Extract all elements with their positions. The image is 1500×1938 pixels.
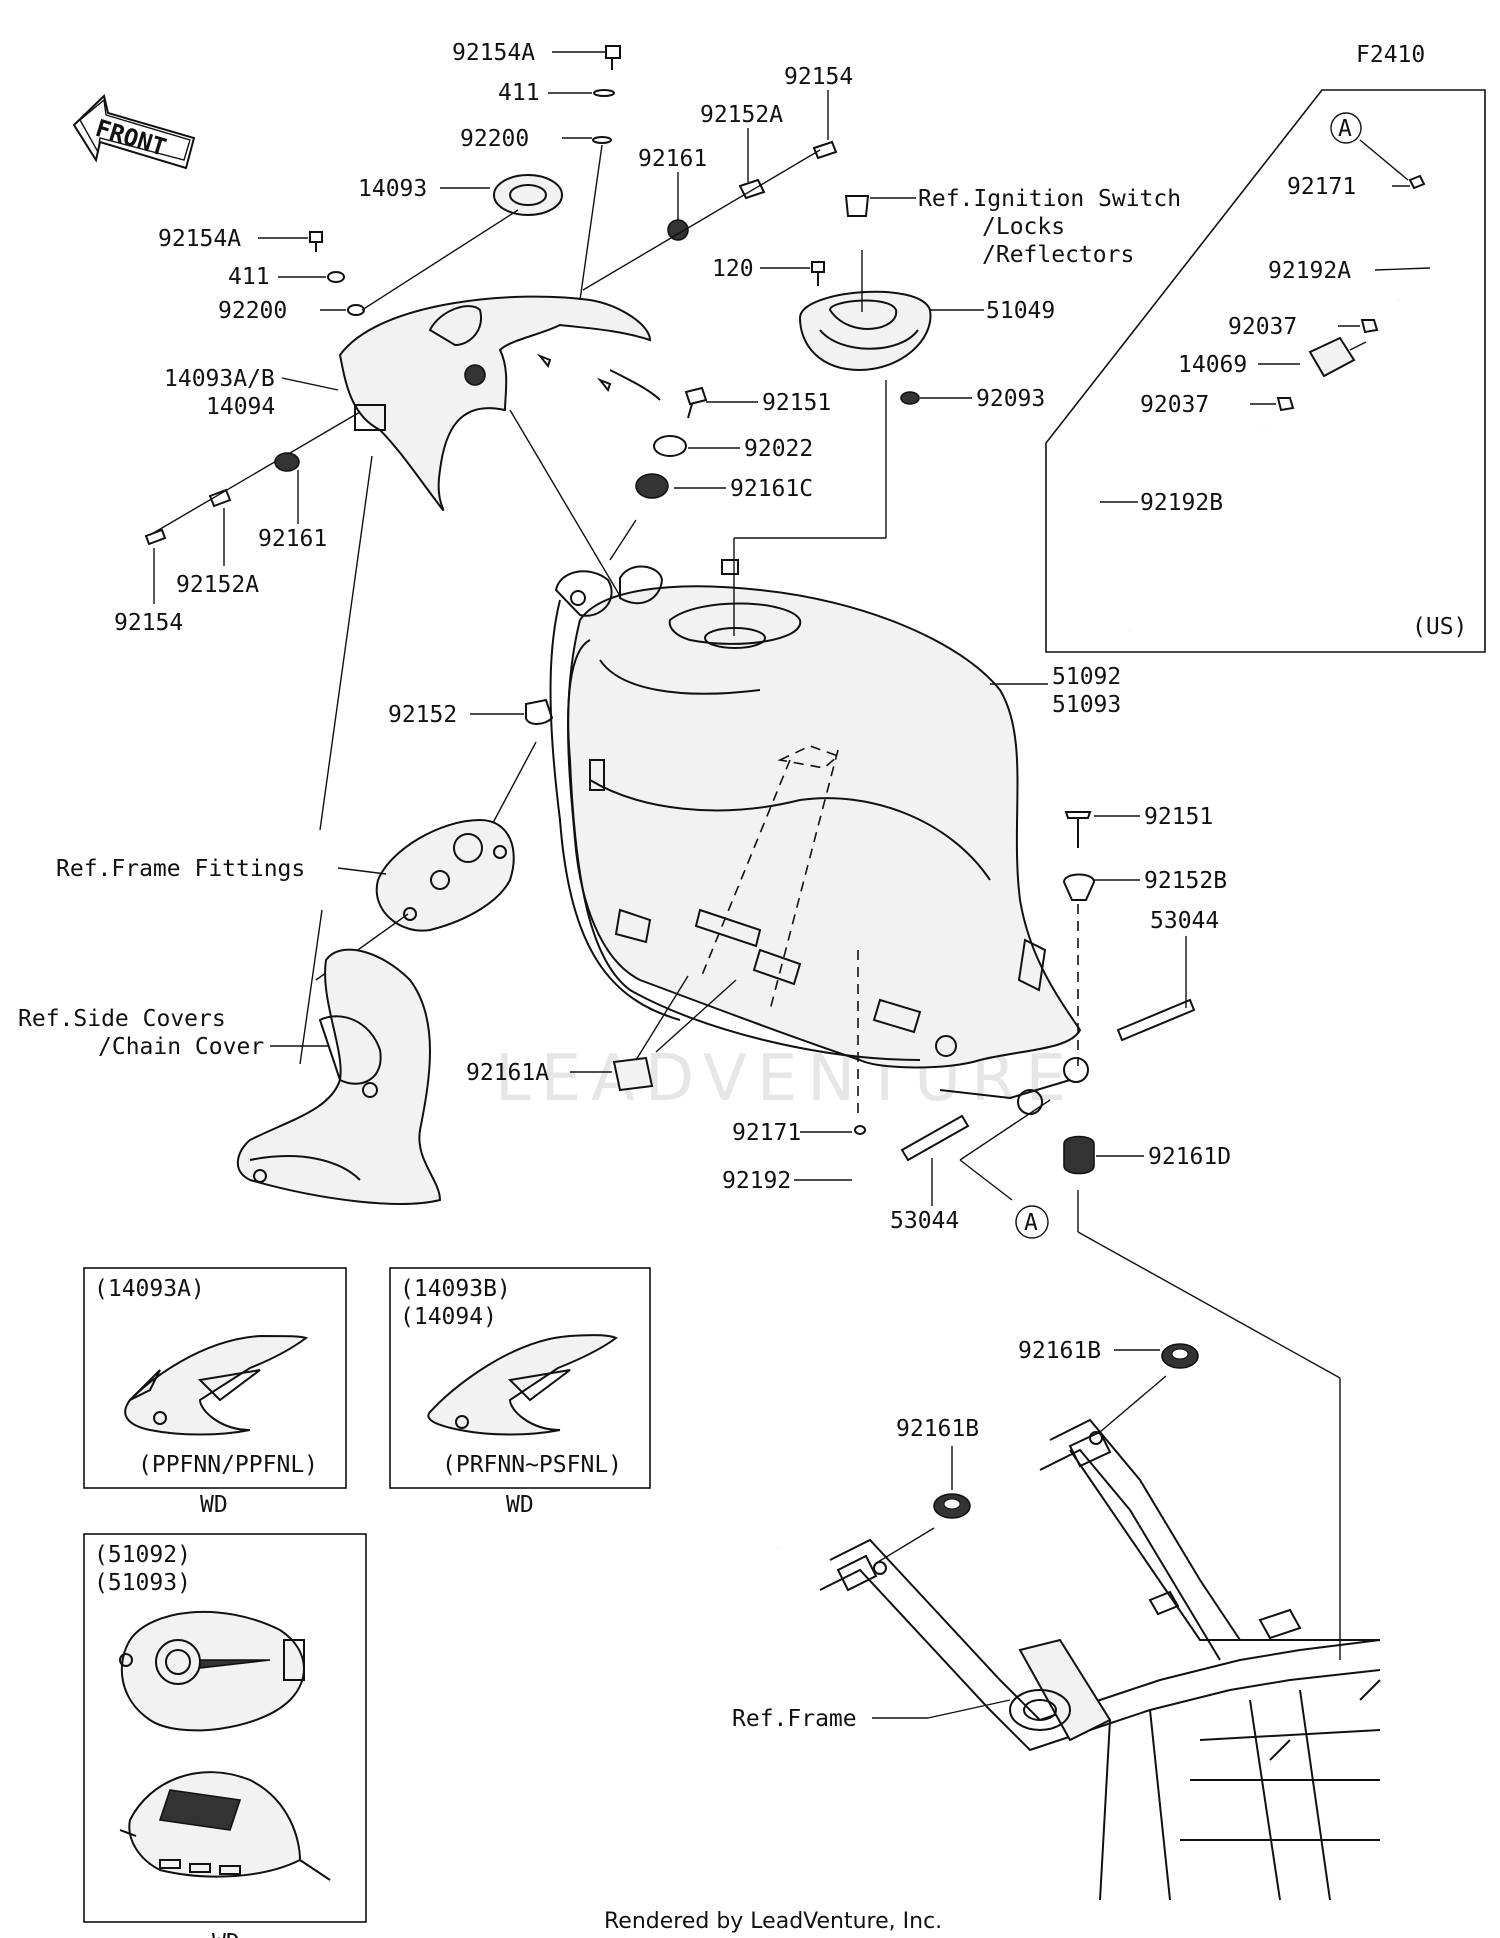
- inset-box-14093a: (14093A) (PPFNN/PPFNL): [83, 1267, 347, 1489]
- marker-a-circle: [1015, 1205, 1049, 1239]
- label-92151-top: 92151: [762, 390, 831, 416]
- label-92151-right: 92151: [1144, 804, 1213, 830]
- inset2-header2: (14094): [400, 1304, 497, 1330]
- side-cover: [237, 948, 442, 1205]
- marker-a: A: [1024, 1210, 1038, 1236]
- label-120: 120: [712, 256, 754, 282]
- ref-ignition-line3: /Reflectors: [982, 242, 1134, 268]
- label-92154a-top: 92154A: [452, 40, 535, 66]
- us-label-92192b: 92192B: [1140, 490, 1223, 516]
- label-92161-top: 92161: [638, 146, 707, 172]
- label-92192-mid: 92192: [722, 1168, 791, 1194]
- us-label-92171: 92171: [1287, 174, 1356, 200]
- frame: [819, 1418, 1381, 1901]
- inset1-header1: (14093A): [94, 1276, 205, 1302]
- label-92152a-left: 92152A: [176, 572, 259, 598]
- us-marker-circle: [1330, 112, 1362, 144]
- us-label-92037-a: 92037: [1228, 314, 1297, 340]
- inset3-header2: (51093): [94, 1570, 191, 1596]
- label-92161a: 92161A: [466, 1060, 549, 1086]
- label-92152b: 92152B: [1144, 868, 1227, 894]
- inset-box-14093b: (14093B) (14094) (PRFNN~PSFNL): [389, 1267, 651, 1489]
- ref-ignition-line1: Ref.Ignition Switch: [918, 186, 1181, 212]
- fuel-tank: [549, 559, 1089, 1115]
- label-92093: 92093: [976, 386, 1045, 412]
- label-51049: 51049: [986, 298, 1055, 324]
- frame-fittings: [375, 818, 515, 932]
- front-arrow: FRONT: [72, 94, 196, 170]
- inset2-model: (PRFNN~PSFNL): [442, 1452, 622, 1478]
- label-92161d: 92161D: [1148, 1144, 1231, 1170]
- label-92154a-left: 92154A: [158, 226, 241, 252]
- us-region: (US): [1412, 614, 1467, 640]
- us-detail-box: A 92171 92192A 92037 14069 92037 92192B …: [1045, 89, 1486, 653]
- ref-frame-fittings: Ref.Frame Fittings: [56, 856, 305, 882]
- label-53044-right: 53044: [1150, 908, 1219, 934]
- us-label-92037-b: 92037: [1140, 392, 1209, 418]
- us-marker-a: A: [1338, 116, 1352, 142]
- label-92161b-right: 92161B: [1018, 1338, 1101, 1364]
- us-label-92192a: 92192A: [1268, 258, 1351, 284]
- tank-shroud: [338, 295, 661, 512]
- inset1-caption: WD: [200, 1492, 228, 1518]
- inset-box-51092: (51092) (51093): [83, 1533, 367, 1923]
- front-label: FRONT: [92, 114, 169, 162]
- inset3-header1: (51092): [94, 1542, 191, 1568]
- label-53044-mid: 53044: [890, 1208, 959, 1234]
- label-92200-left: 92200: [218, 298, 287, 324]
- label-92161c: 92161C: [730, 476, 813, 502]
- ref-frame: Ref.Frame: [732, 1706, 857, 1732]
- label-51093: 51093: [1052, 692, 1121, 718]
- inset1-model: (PPFNN/PPFNL): [138, 1452, 318, 1478]
- label-14093: 14093: [358, 176, 427, 202]
- inset2-caption: WD: [506, 1492, 534, 1518]
- ref-side-covers-line1: Ref.Side Covers: [18, 1006, 226, 1032]
- top-small-parts: 92154A 411 92200 14093 92161 92152A 9215…: [358, 40, 853, 291]
- label-92161-left: 92161: [258, 526, 327, 552]
- ref-side-covers-line2: /Chain Cover: [98, 1034, 264, 1060]
- label-14094: 14094: [206, 394, 275, 420]
- inset3-caption: WD: [212, 1930, 240, 1938]
- ref-ignition-line2: /Locks: [982, 214, 1065, 240]
- label-92171-mid: 92171: [732, 1120, 801, 1146]
- label-411-top: 411: [498, 80, 540, 106]
- us-label-14069: 14069: [1178, 352, 1247, 378]
- label-92152: 92152: [388, 702, 457, 728]
- label-92154-top: 92154: [784, 64, 853, 90]
- label-51092: 51092: [1052, 664, 1121, 690]
- label-92200-top: 92200: [460, 126, 529, 152]
- label-92022: 92022: [744, 436, 813, 462]
- diagram-code: F2410: [1356, 42, 1425, 68]
- footer: Rendered by LeadVenture, Inc.: [604, 1909, 942, 1934]
- label-14093ab: 14093A/B: [164, 366, 275, 392]
- label-92152a-top: 92152A: [700, 102, 783, 128]
- inset2-header1: (14093B): [400, 1276, 511, 1302]
- fuel-cap-51049: [798, 250, 932, 372]
- label-92154-left: 92154: [114, 610, 183, 636]
- label-411-left: 411: [228, 264, 270, 290]
- label-92161b-left: 92161B: [896, 1416, 979, 1442]
